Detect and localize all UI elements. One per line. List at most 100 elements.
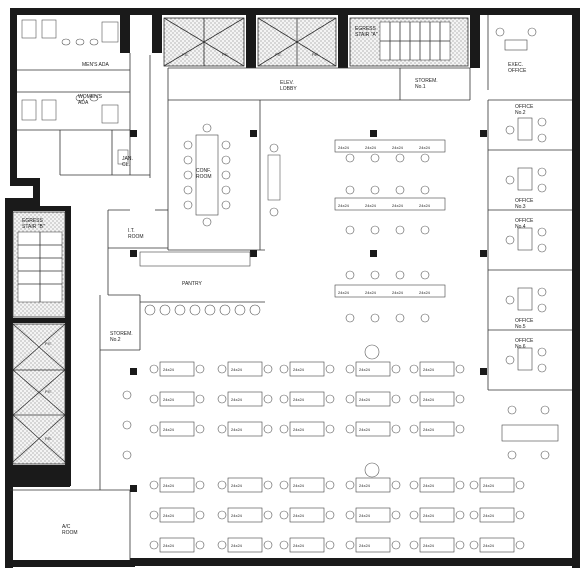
chair: [217, 540, 227, 550]
pe-label: P.E.: [45, 389, 52, 394]
office-furniture: [495, 27, 559, 460]
workstations-upper: 24x24 24x24 24x24 24x24 24x24 24x24 24x2…: [334, 139, 446, 323]
chair: [279, 424, 289, 434]
chair: [455, 510, 465, 520]
chair: [409, 424, 419, 434]
desk-label: 24x24: [293, 543, 305, 548]
chair: [515, 540, 525, 550]
workstation-desk: [227, 361, 263, 377]
room-label-mens: MEN'S ADA: [82, 62, 109, 68]
chair: [325, 394, 335, 404]
desk-label: 24x24: [423, 397, 435, 402]
desk-label: 24x24: [163, 367, 175, 372]
chair: [345, 510, 355, 520]
desk-label: 24x24: [423, 543, 435, 548]
workstation-desk: [419, 507, 455, 523]
desk-label: 24x24: [163, 427, 175, 432]
chair: [391, 540, 401, 550]
desk-label: 24x24: [483, 513, 495, 518]
desk-label: 24x24: [231, 513, 243, 518]
chair: [122, 450, 132, 460]
chair: [515, 480, 525, 490]
room-label-it-room: I.T.ROOM: [128, 228, 144, 240]
chair: [279, 540, 289, 550]
chair: [409, 480, 419, 490]
desk-label: 24x24: [231, 483, 243, 488]
chair: [325, 424, 335, 434]
north-core: P.E. P.E. P.E. P.E.: [163, 17, 469, 67]
desk-label: 24x24: [338, 203, 350, 208]
desk-label: 24x24: [419, 145, 431, 150]
workstation-desk: [479, 537, 515, 553]
chair: [455, 364, 465, 374]
pe-label: P.E.: [45, 436, 52, 441]
exterior-walls: [5, 8, 580, 568]
chair: [325, 480, 335, 490]
chair: [279, 394, 289, 404]
chair: [455, 480, 465, 490]
pe-label: P.E.: [275, 52, 282, 57]
desk-label: 24x24: [359, 483, 371, 488]
round-table: [364, 462, 380, 478]
west-core: P.E. P.E. P.E.: [5, 206, 71, 487]
room-label-exec-office: EXEC.OFFICE: [508, 62, 527, 74]
chair: [469, 480, 479, 490]
chair: [455, 424, 465, 434]
chair: [263, 480, 273, 490]
round-table: [364, 344, 380, 360]
workstation-desk: [289, 537, 325, 553]
chair: [469, 540, 479, 550]
workstation-desk: [289, 477, 325, 493]
chair: [195, 540, 205, 550]
workstation-desk: [159, 391, 195, 407]
chair: [279, 510, 289, 520]
chair: [195, 510, 205, 520]
desk-label: 24x24: [423, 513, 435, 518]
desk-label: 24x24: [359, 543, 371, 548]
workstation-desk: [419, 421, 455, 437]
desk-label: 24x24: [293, 397, 305, 402]
pe-label: P.E.: [182, 52, 189, 57]
workstation-desk: [355, 391, 391, 407]
desk-label: 24x24: [293, 483, 305, 488]
chair: [391, 394, 401, 404]
interior-walls: [10, 15, 572, 560]
workstation-desk: [227, 391, 263, 407]
chair: [263, 394, 273, 404]
chair: [217, 480, 227, 490]
workstation-desk: [419, 537, 455, 553]
chair: [325, 510, 335, 520]
chair: [409, 540, 419, 550]
desk-label: 24x24: [359, 367, 371, 372]
workstation-desk: [227, 507, 263, 523]
desk-label: 24x24: [423, 483, 435, 488]
desk-label: 24x24: [231, 367, 243, 372]
room-label-pantry: PANTRY: [182, 281, 202, 287]
workstation-desk: [355, 537, 391, 553]
chair: [263, 510, 273, 520]
workstation-desk: [227, 477, 263, 493]
pe-label: P.E.: [45, 341, 52, 346]
desk-label: 24x24: [293, 367, 305, 372]
chair: [409, 364, 419, 374]
chair: [149, 510, 159, 520]
chair: [391, 480, 401, 490]
workstation-desk: [159, 537, 195, 553]
chair: [217, 424, 227, 434]
desk-label: 24x24: [338, 290, 350, 295]
workstation-desk: [355, 477, 391, 493]
conference-room: [183, 123, 281, 227]
workstation-desk: [419, 361, 455, 377]
desk-label: 24x24: [423, 367, 435, 372]
workstation-desk: [355, 361, 391, 377]
chair: [149, 480, 159, 490]
desk-label: 24x24: [365, 203, 377, 208]
